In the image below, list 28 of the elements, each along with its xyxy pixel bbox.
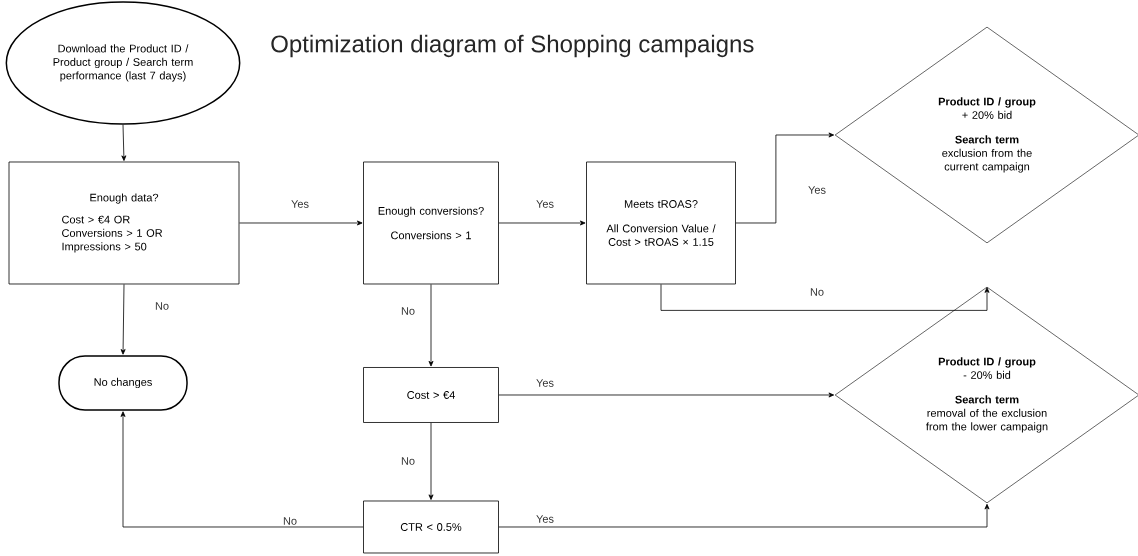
arrow	[498, 220, 586, 226]
edge-label: Yes	[535, 378, 555, 388]
edge-label: No	[808, 287, 826, 297]
decision-box: Enough conversions? Conversions > 1	[363, 161, 499, 285]
edge-label: Yes	[535, 514, 555, 524]
arrow	[121, 124, 127, 161]
arrow	[239, 220, 363, 226]
arrow	[498, 503, 990, 528]
arrow	[498, 392, 835, 398]
end-terminal: No changes	[58, 355, 188, 411]
edge-label: No	[282, 516, 299, 526]
arrow	[120, 411, 364, 528]
title: Optimization diagram of Shopping campaigns	[271, 34, 754, 58]
edge-label: Yes	[290, 199, 310, 209]
edge-label: Yes	[535, 199, 555, 209]
arrow	[120, 284, 126, 355]
edge-label: Yes	[807, 185, 827, 195]
arrow	[428, 422, 434, 500]
arrow	[660, 284, 990, 311]
decision-box: Cost > €4	[363, 367, 499, 423]
edge-label: No	[400, 456, 417, 466]
decision-box: CTR < 0.5%	[363, 500, 499, 554]
decision-box: Enough data? Cost > €4 OR Conversions > 1 OR Impressions > 50	[8, 161, 240, 285]
decision-box: Meets tROAS? All Conversion Value / Cost > tROAS × 1.15	[586, 161, 736, 285]
edge-label: No	[400, 306, 417, 316]
arrow	[735, 132, 835, 224]
arrow	[428, 284, 434, 367]
edge-label: No	[154, 301, 171, 311]
